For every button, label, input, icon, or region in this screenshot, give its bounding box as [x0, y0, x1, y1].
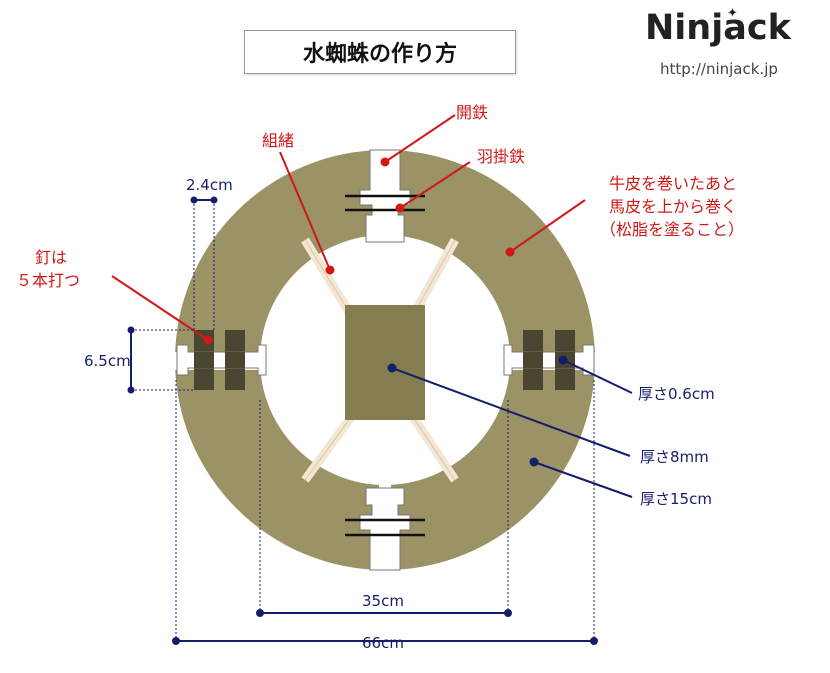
- label-nail-1: 釘は: [35, 248, 68, 267]
- label-thickness-a: 厚さ0.6cm: [638, 385, 715, 403]
- leather-leader: [509, 199, 586, 253]
- label-width-small: 2.4cm: [186, 176, 233, 194]
- label-leather-1: 牛皮を巻いたあと: [609, 174, 738, 193]
- page-title: 水蜘蛛の作り方: [244, 30, 516, 74]
- brand-logo: Ninjack: [645, 8, 791, 48]
- label-nail-2: ５本打つ: [16, 271, 81, 290]
- thickness-b-leader: [391, 367, 631, 457]
- label-kumio: 組緒: [262, 131, 295, 150]
- label-outer-diameter: 66cm: [362, 634, 404, 652]
- label-thickness-c: 厚さ15cm: [640, 490, 712, 508]
- label-thickness-b: 厚さ8mm: [640, 448, 709, 466]
- label-hanekaketetsu: 羽掛鉄: [477, 147, 526, 166]
- kaitetsu-leader: [384, 114, 456, 163]
- hanekaketetsu-leader: [399, 161, 471, 209]
- label-kaitetsu: 開鉄: [456, 103, 489, 122]
- label-inner-diameter: 35cm: [362, 592, 404, 610]
- kumio-leader: [279, 151, 331, 271]
- label-leather-3: （松脂を塗ること）: [600, 220, 745, 239]
- thickness-c-leader: [533, 461, 633, 498]
- brand-url: http://ninjack.jp: [660, 60, 778, 78]
- sparkle-icon: ✦: [727, 6, 738, 21]
- thickness-a-leader: [562, 359, 633, 394]
- nail-leader: [111, 275, 209, 341]
- center-plate: [345, 305, 425, 420]
- label-height-small: 6.5cm: [84, 352, 131, 370]
- label-leather-2: 馬皮を上から巻く: [609, 197, 738, 216]
